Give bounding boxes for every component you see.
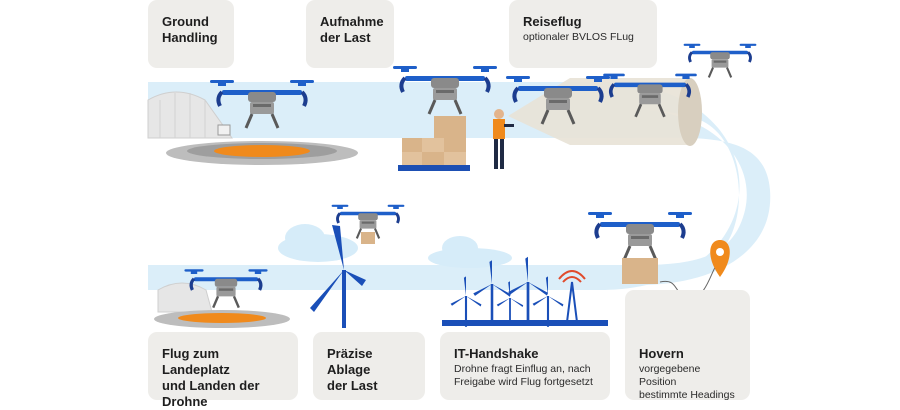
route-curve	[620, 108, 771, 285]
landing-pad-icon	[154, 310, 290, 328]
drone-icon	[586, 210, 694, 262]
hangar-icon	[147, 91, 233, 139]
step-it-handshake: IT-Handshake Drohne fragt Einflug an, na…	[440, 332, 610, 400]
step-subtitle: optionaler BVLOS FLug	[523, 31, 634, 43]
parcel-icon	[622, 258, 658, 284]
cloud-icon	[428, 236, 512, 268]
radio-tower-icon	[558, 270, 586, 323]
step-title: Reiseflug	[523, 14, 582, 29]
step-title: Ground Handling	[162, 14, 218, 45]
step-title: Aufnahme der Last	[320, 14, 384, 45]
step-subtitle: Drohne fragt Einflug an, nach Freigabe w…	[454, 363, 593, 388]
step-hover: Hovern vorgegebene Position bestimmte He…	[625, 290, 750, 401]
cloud-icon	[278, 224, 358, 262]
step-load-pickup: Aufnahme der Last	[306, 0, 394, 68]
location-pin-icon	[710, 240, 730, 277]
step-subtitle: vorgegebene Position bestimmte Headings	[639, 363, 735, 401]
step-ground-handling: Ground Handling	[148, 0, 234, 68]
step-landing: Flug zum Landeplatz und Landen der Drohn…	[148, 332, 298, 409]
landing-pad-icon	[166, 141, 358, 165]
process-diagram: Ground Handling Aufnahme der Last Reisef…	[147, 0, 771, 409]
scene-illustration	[147, 42, 771, 328]
step-placement: Präzise Ablage der Last	[313, 332, 425, 400]
operator-icon	[493, 109, 514, 169]
step-cruise: Reiseflug optionaler BVLOS FLug	[509, 0, 657, 68]
drone-icon	[682, 42, 758, 79]
parcel-icon	[361, 232, 375, 244]
step-title: Flug zum Landeplatz und Landen der Drohn…	[162, 346, 260, 409]
wind-turbine-icon	[310, 225, 366, 328]
hangar-icon	[157, 282, 213, 313]
step-title: Präzise Ablage der Last	[327, 346, 378, 393]
ground-parcel-icon	[217, 124, 231, 136]
pallet-icon	[398, 116, 470, 171]
step-title: IT-Handshake	[454, 346, 539, 361]
step-title: Hovern	[639, 346, 684, 361]
ground-strip	[442, 320, 608, 326]
